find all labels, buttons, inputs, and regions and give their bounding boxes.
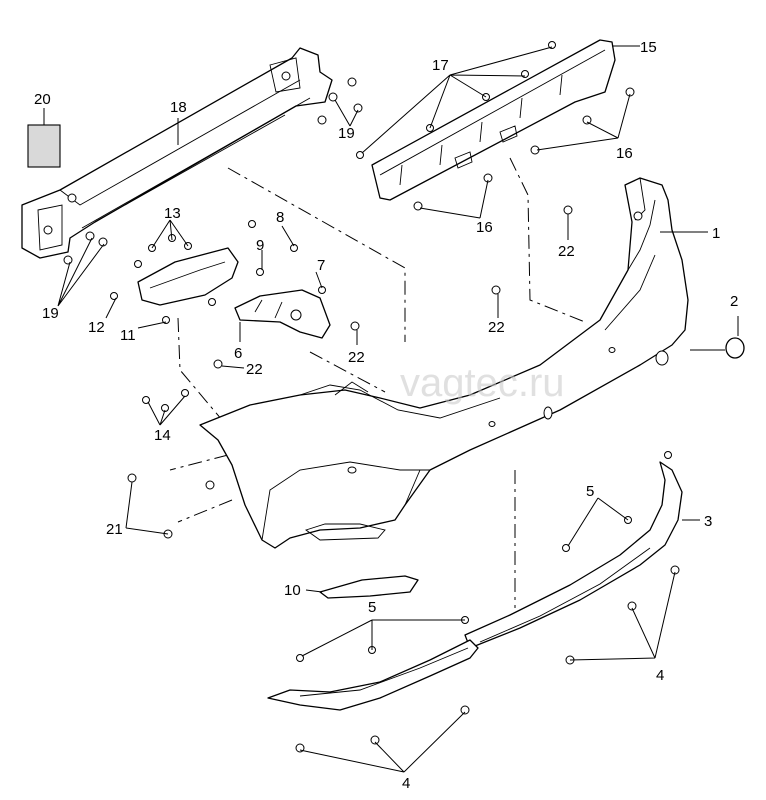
part-impact-beam <box>21 47 333 259</box>
callout-14: 14 <box>154 427 171 444</box>
callout-9: 9 <box>256 237 264 254</box>
callout-21: 21 <box>106 521 123 538</box>
part-spoiler-left <box>267 639 479 711</box>
callout-6: 6 <box>234 345 242 362</box>
part-energy-absorber <box>371 39 616 201</box>
callout-5-right: 5 <box>586 483 594 500</box>
leader-lines <box>43 45 739 773</box>
callout-22-a: 22 <box>558 243 575 260</box>
callout-16-top: 16 <box>616 145 633 162</box>
callout-17: 17 <box>432 57 449 74</box>
callout-1: 1 <box>712 225 720 242</box>
callout-5-left: 5 <box>368 599 376 616</box>
callout-13: 13 <box>164 205 181 222</box>
callout-19-top: 19 <box>338 125 355 142</box>
callout-16-bottom: 16 <box>476 219 493 236</box>
part-sticker <box>27 124 61 168</box>
callout-20: 20 <box>34 91 51 108</box>
callout-3: 3 <box>704 513 712 530</box>
callout-7: 7 <box>317 257 325 274</box>
callout-22-c: 22 <box>348 349 365 366</box>
callout-4-left: 4 <box>402 775 410 792</box>
callout-4-right: 4 <box>656 667 664 684</box>
callout-11: 11 <box>120 327 136 344</box>
part-bracket-right <box>234 289 331 339</box>
callout-22-b: 22 <box>488 319 505 336</box>
callout-8: 8 <box>276 209 284 226</box>
callout-19-left: 19 <box>42 305 59 322</box>
assembly-lines <box>169 157 586 608</box>
callout-2: 2 <box>730 293 738 310</box>
callout-12: 12 <box>88 319 105 336</box>
part-spoiler-right <box>464 461 683 649</box>
watermark-text: vagtec.ru <box>400 361 565 405</box>
part-reflector <box>319 575 419 599</box>
part-tow-cover <box>725 337 745 359</box>
part-bumper-cover <box>199 177 689 549</box>
callout-22-d: 22 <box>246 361 263 378</box>
callouts: 1 2 3 4 4 5 5 6 7 8 9 10 11 12 13 14 15 … <box>34 39 738 792</box>
callout-15: 15 <box>640 39 657 56</box>
callout-10: 10 <box>284 582 301 599</box>
callout-18: 18 <box>170 99 187 116</box>
part-bracket-left <box>137 247 239 306</box>
